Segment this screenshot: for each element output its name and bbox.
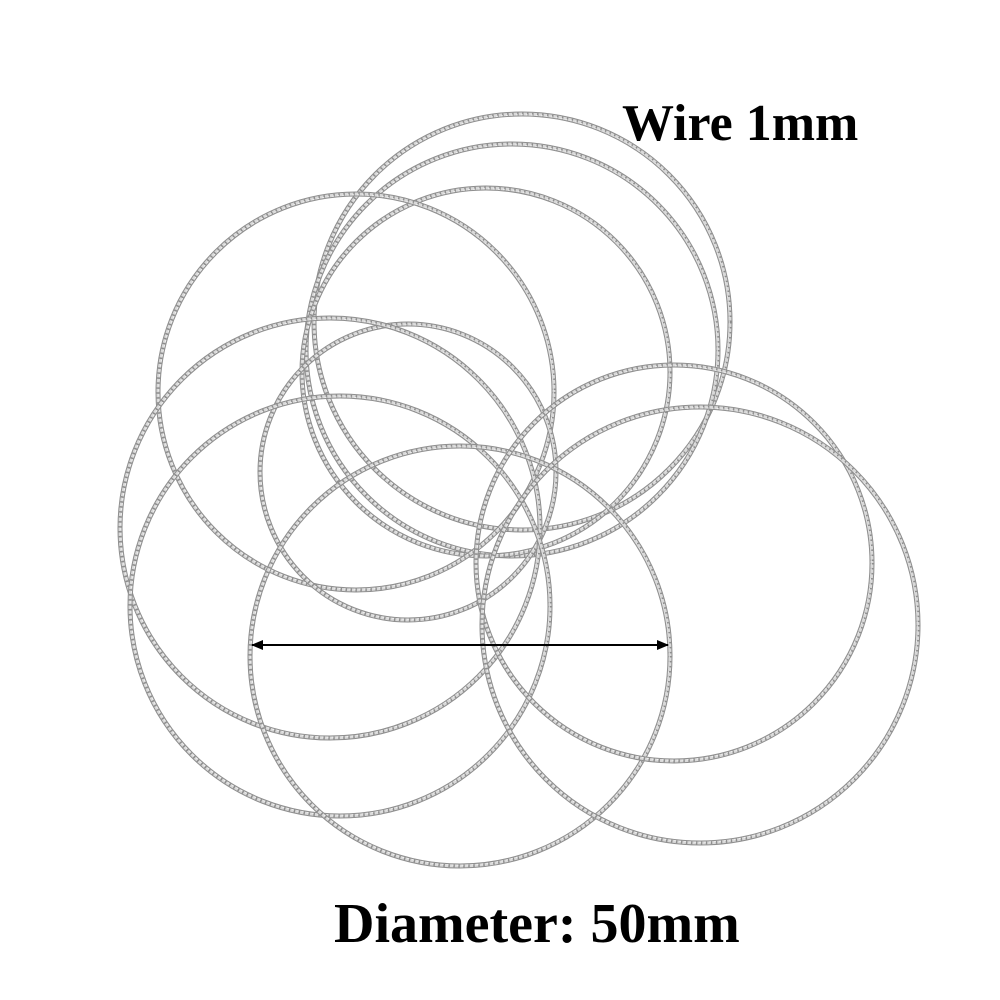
rings-group (117, 111, 921, 869)
ring-4 (155, 191, 557, 593)
diameter-label: Diameter: 50mm (334, 893, 740, 955)
ring-5 (257, 321, 559, 623)
ring-1 (311, 111, 733, 533)
ring-9 (473, 362, 875, 764)
ring-2 (303, 141, 721, 559)
wire-size-label: Wire 1mm (622, 95, 859, 152)
ring-6 (117, 315, 543, 741)
ring-8 (247, 443, 673, 869)
ring-7 (127, 393, 553, 819)
ring-10 (479, 404, 921, 846)
